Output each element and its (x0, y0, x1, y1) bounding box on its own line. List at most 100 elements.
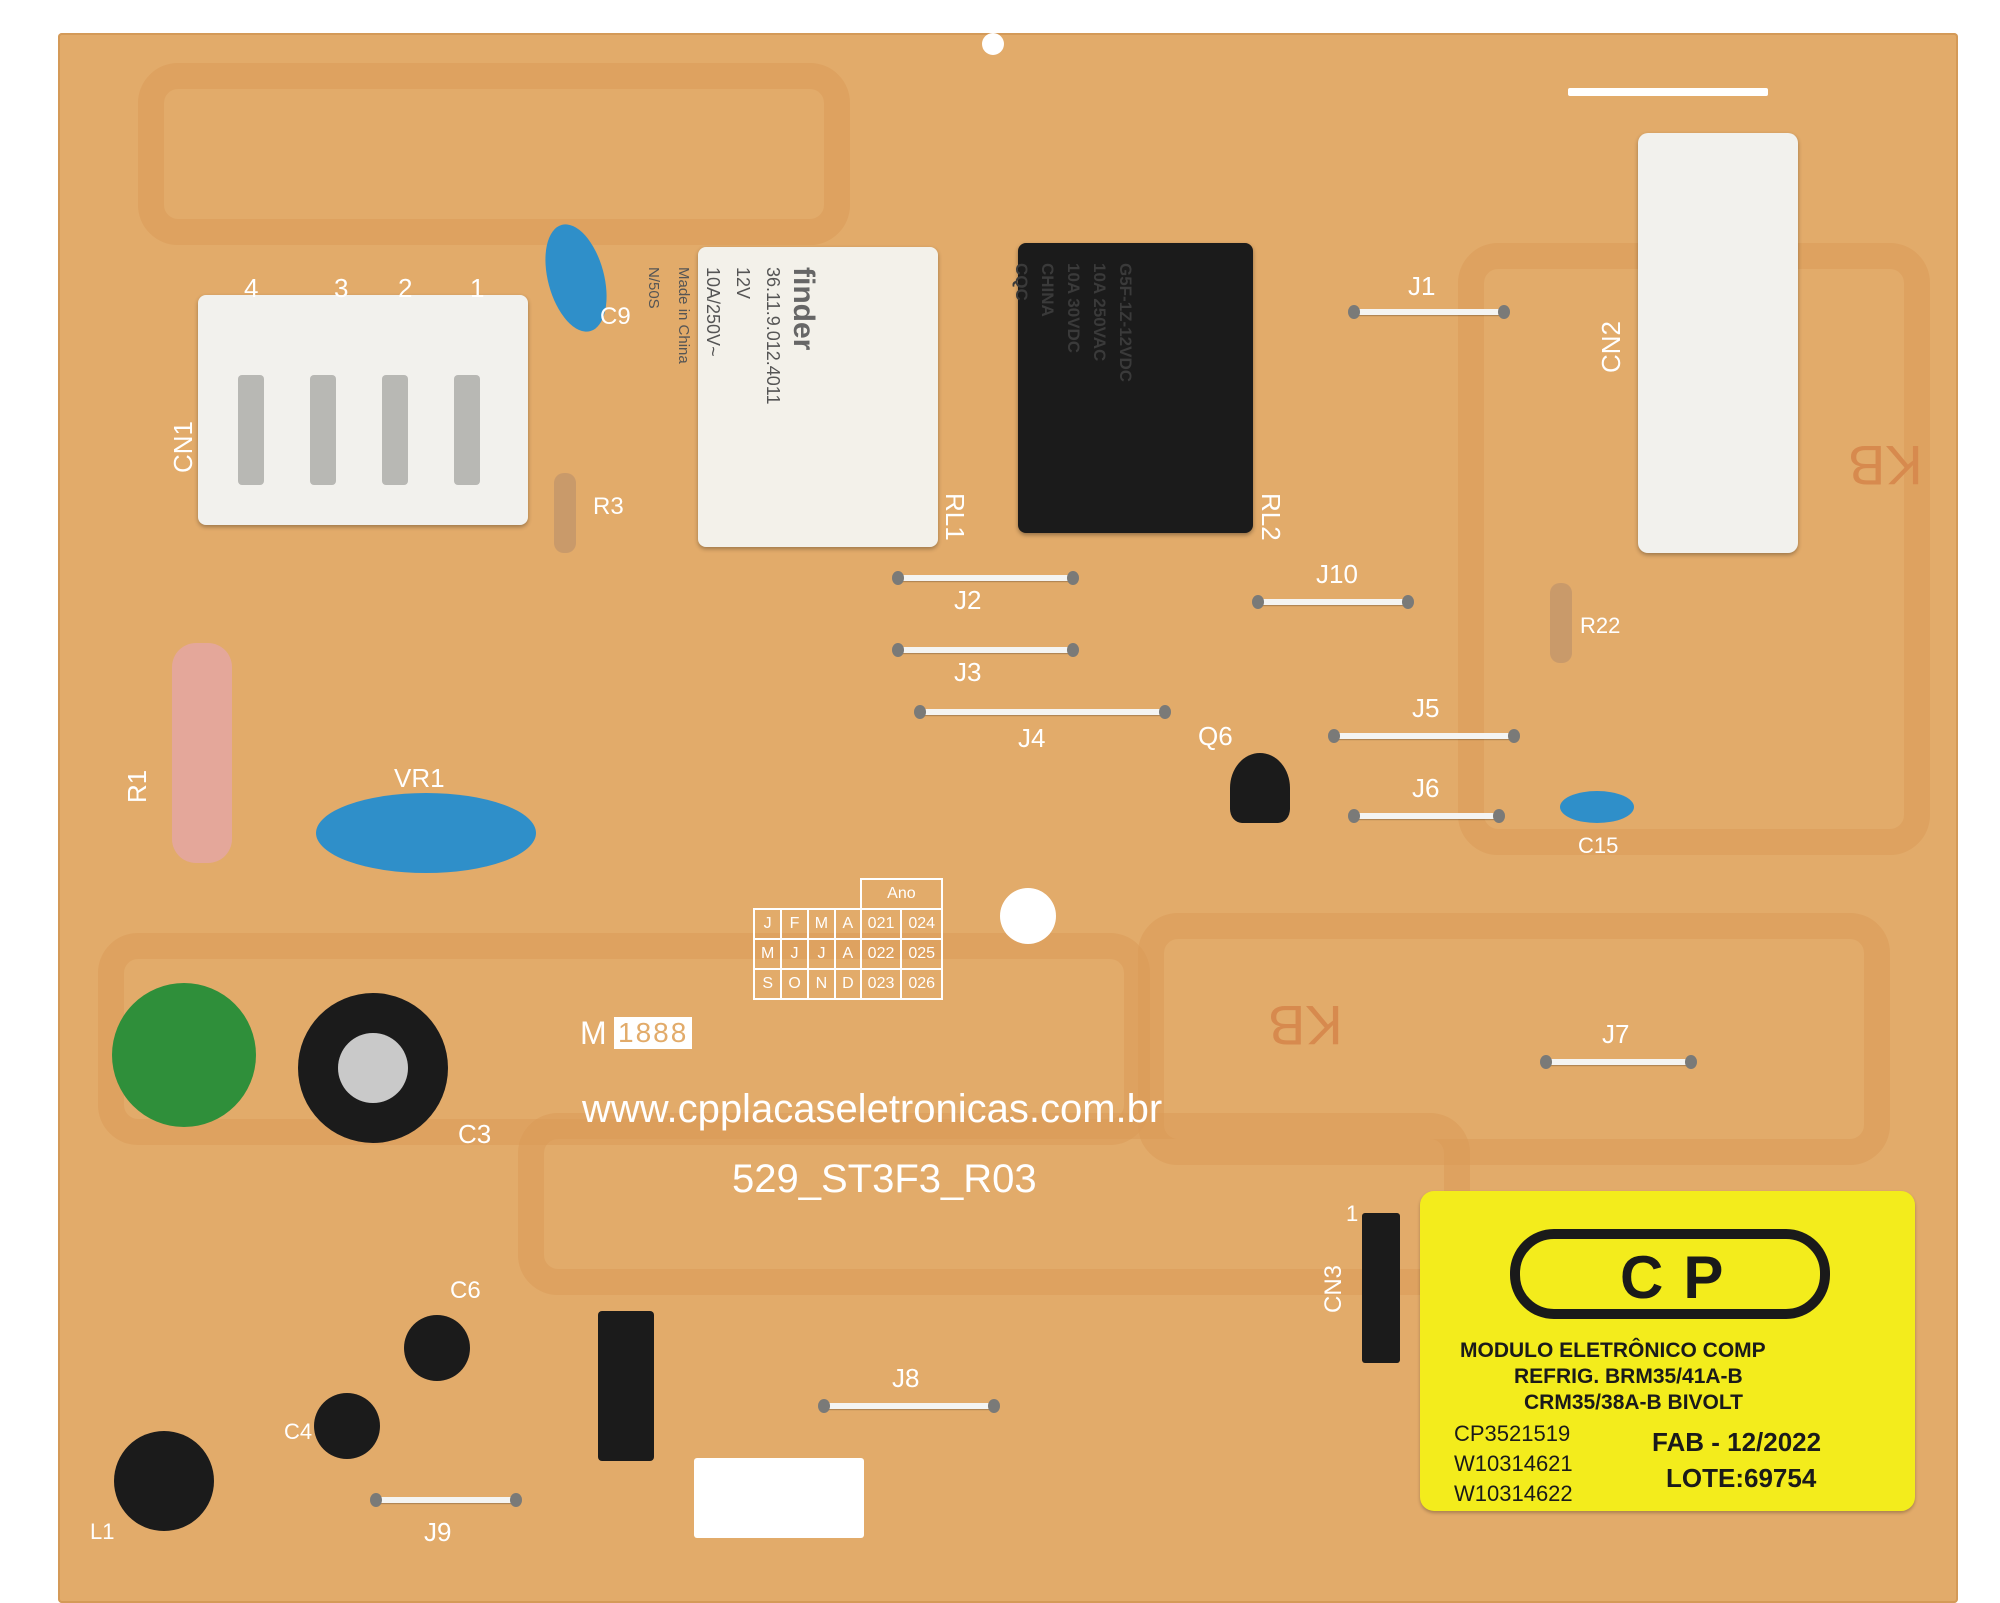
rl2-relay: G5F-1Z-12VDC 10A 250VAC 10A 30VDC CHINA … (1012, 243, 1253, 533)
j10-label: J10 (1316, 559, 1358, 589)
cn1-pin (310, 375, 336, 485)
date-cell: A (834, 908, 862, 940)
cn1-connector (198, 295, 528, 525)
rl2-mark: CQC (1012, 263, 1031, 301)
jumper-j2 (892, 571, 1079, 585)
date-cell: 025 (900, 938, 944, 970)
voltage-regulator (598, 1311, 654, 1461)
j9-label: J9 (424, 1517, 452, 1547)
l1-inductor (114, 1431, 214, 1531)
cp-logo-text: CP (1620, 1244, 1744, 1311)
date-cell: J (780, 938, 809, 970)
label-line2: REFRIG. BRM35/41A-B (1514, 1365, 1743, 1388)
cp-logo: CP (1510, 1229, 1830, 1319)
c4-capacitor (314, 1393, 380, 1459)
label-fab: FAB - 12/2022 (1652, 1427, 1822, 1457)
r1-resistor (172, 643, 232, 863)
rl1-voltage: 12V (733, 267, 753, 300)
rl1-code: N/50S (645, 267, 662, 309)
vr1-varistor (316, 793, 536, 873)
r22-label: R22 (1580, 613, 1621, 638)
j3-label: J3 (954, 657, 982, 687)
j2-label: J2 (954, 585, 982, 615)
date-cell: M (806, 908, 837, 940)
copper-trace (138, 63, 850, 245)
r3-label: R3 (593, 493, 624, 520)
date-cell: 023 (859, 968, 903, 1000)
green-pad (112, 983, 256, 1127)
j5-label: J5 (1412, 693, 1440, 723)
c4-label: C4 (284, 1419, 313, 1444)
c6-capacitor (404, 1315, 470, 1381)
cn3-pin-number: 1 (1346, 1201, 1359, 1226)
j7-label: J7 (1602, 1019, 1630, 1049)
date-cell: N (806, 968, 837, 1000)
cn2-label: CN2 (1596, 320, 1626, 373)
date-code-grid: Ano J F M A 021 024 M J J A 022 025 S O … (752, 878, 944, 1000)
c3-label: C3 (458, 1119, 492, 1149)
blank-sticker (694, 1458, 864, 1538)
c6-label: C6 (450, 1277, 481, 1304)
notch-hole (982, 33, 1004, 55)
date-cell: J (752, 908, 783, 940)
copper-trace (1458, 243, 1930, 855)
date-cell: 024 (900, 908, 944, 940)
cn1-pin (238, 375, 264, 485)
cn1-pin-number: 4 (244, 273, 259, 303)
rl1-rating: 10A/250V~ (703, 267, 723, 357)
date-cell: 022 (859, 938, 903, 970)
label-line3: CRM35/38A-B BIVOLT (1524, 1391, 1743, 1414)
jumper-j7 (1540, 1055, 1697, 1069)
marker-bar (1568, 88, 1768, 96)
vr1-label: VR1 (394, 763, 445, 793)
pcb-board: 4 3 2 1 CN1 C9 R3 finder 36.11.9.012.401… (58, 33, 1958, 1603)
website-text: www.cpplacaseletronicas.com.br (582, 1087, 1163, 1131)
rl2-part: G5F-1Z-12VDC (1116, 263, 1135, 383)
mfg-mark-digits: 1888 (614, 1017, 693, 1049)
date-cell: F (780, 908, 809, 940)
cn2-connector (1638, 133, 1798, 553)
rl1-part: 36.11.9.012.4011 (763, 267, 783, 405)
cn3-label: CN3 (1320, 1264, 1347, 1313)
q6-transistor (1230, 753, 1290, 823)
cn1-label: CN1 (168, 420, 198, 473)
date-cell: S (752, 968, 783, 1000)
cn3-header (1362, 1213, 1400, 1363)
jumper-j9 (370, 1493, 522, 1507)
cn1-pin (382, 375, 408, 485)
rl1-label: RL1 (940, 493, 970, 541)
jumper-j6 (1348, 809, 1505, 823)
c15-label: C15 (1578, 833, 1619, 858)
date-cell: 026 (900, 968, 944, 1000)
jumper-j5 (1328, 729, 1520, 743)
r22-resistor (1550, 583, 1572, 663)
kb-mark: KB (1268, 994, 1343, 1057)
j6-label: J6 (1412, 773, 1440, 803)
kb-mark: KB (1848, 434, 1923, 497)
rl2-label: RL2 (1256, 493, 1286, 541)
rl1-origin: Made in China (675, 267, 692, 364)
date-cell: J (806, 938, 837, 970)
r1-label: R1 (122, 769, 152, 803)
mounting-hole (1000, 888, 1056, 944)
c9-label: C9 (600, 303, 631, 330)
date-cell: 021 (859, 908, 903, 940)
jumper-j1 (1348, 305, 1510, 319)
cn1-pin (454, 375, 480, 485)
date-cell: D (834, 968, 862, 1000)
cn1-pin-number: 2 (398, 273, 413, 303)
q6-label: Q6 (1198, 721, 1233, 751)
j8-label: J8 (892, 1363, 920, 1393)
label-code2: W10314621 (1454, 1451, 1573, 1476)
jumper-j10 (1252, 595, 1414, 609)
label-code3: W10314622 (1454, 1481, 1573, 1506)
r3-resistor (554, 473, 576, 553)
c15-capacitor (1560, 791, 1634, 823)
cn1-pin-number: 3 (334, 273, 349, 303)
rl1-relay: finder 36.11.9.012.4011 12V 10A/250V~ Ma… (645, 247, 938, 547)
rl2-rating2: 10A 30VDC (1064, 263, 1083, 354)
date-cell: O (780, 968, 809, 1000)
rl1-brand: finder (787, 267, 820, 351)
c3-capacitor (298, 993, 448, 1143)
rl2-origin: CHINA (1038, 263, 1057, 317)
